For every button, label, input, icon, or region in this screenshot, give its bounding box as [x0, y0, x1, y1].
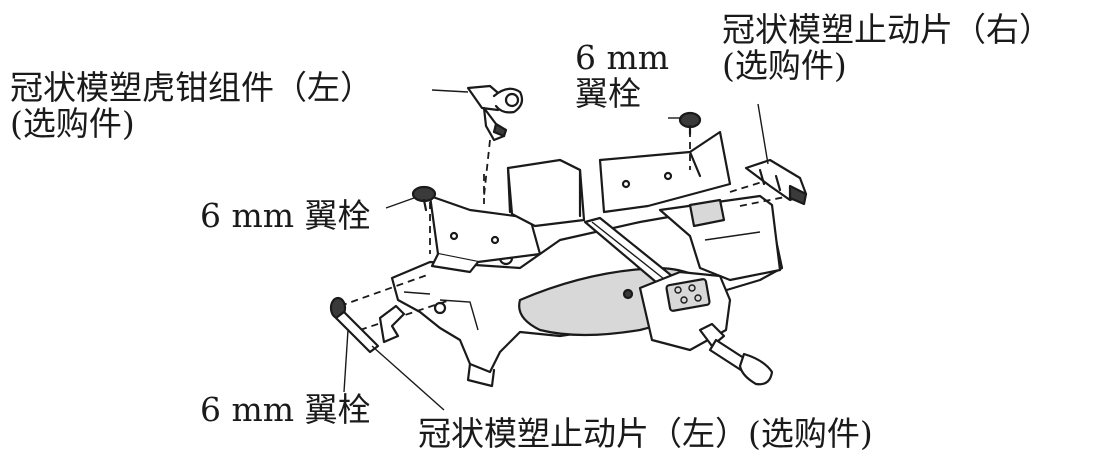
clamp-assembly-left [431, 84, 524, 142]
crown-stopper-right-name: 冠状模塑止动片（右） [722, 10, 1052, 49]
crown-stopper-right-optional: (选购件) [722, 46, 847, 86]
wing-bolt-middle [385, 185, 437, 212]
wing-bolt-top-size: 6 mm [575, 38, 670, 77]
crown-stopper-right [744, 103, 808, 206]
wing-bolt-top [668, 111, 702, 136]
control-panel [622, 270, 774, 386]
crown-stopper-right-label: 冠状模塑止动片（右） (选购件) [722, 10, 1052, 86]
clamp-assembly-left-optional: (选购件) [10, 104, 135, 144]
crown-stopper-left-label: 冠状模塑止动片（左）(选购件) [418, 414, 873, 453]
wing-bolt-middle-label: 6 mm 翼栓 [200, 196, 371, 235]
assembly-guides [339, 130, 791, 331]
wing-bolt-top-label: 6 mm 翼栓 [575, 38, 670, 114]
right-extension [658, 194, 782, 282]
crown-stopper-left [371, 304, 445, 411]
clamp-assembly-left-name: 冠状模塑虎钳组件（左） [10, 68, 373, 107]
clamp-assembly-left-label: 冠状模塑虎钳组件（左） (选购件) [10, 68, 373, 144]
wing-bolt-bottom-label: 6 mm 翼栓 [200, 390, 371, 429]
wing-bolt-bottom [329, 296, 380, 393]
left-fence [428, 194, 542, 274]
wing-bolt-top-name: 翼栓 [575, 74, 641, 114]
center-fence [506, 158, 586, 228]
right-fence [598, 130, 732, 214]
